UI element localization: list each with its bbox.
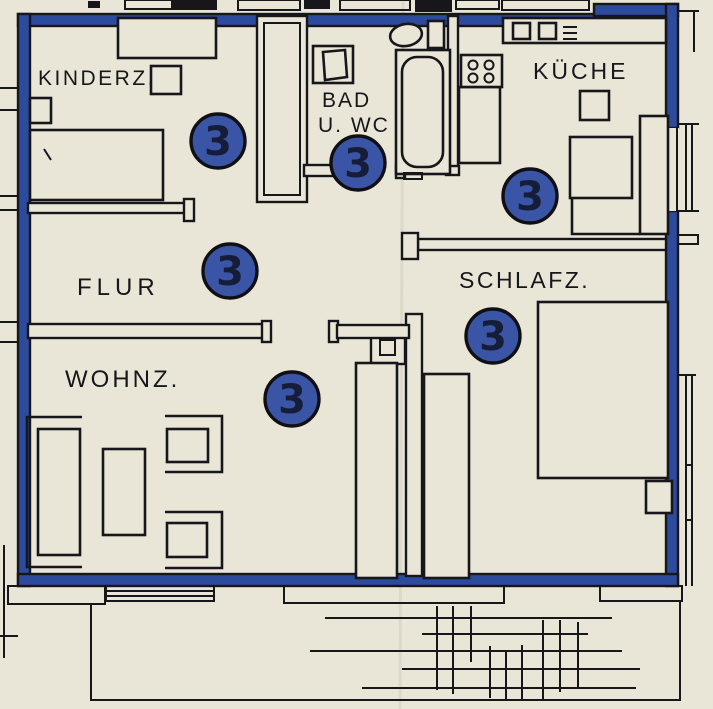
unit-marker-schlafz: 3 <box>464 307 522 365</box>
sink-basin-1 <box>511 21 532 41</box>
room-kueche-furniture <box>457 16 670 236</box>
unit-marker-kinderz: 3 <box>189 112 247 170</box>
wardrobe-icon <box>422 372 471 580</box>
wohnz-schlafz-wall <box>404 312 424 578</box>
svg-text:3: 3 <box>344 141 372 187</box>
room-label-schlafz: SCHLAFZ. <box>459 267 590 293</box>
sofa-icon <box>25 415 82 569</box>
washbasin-bowl <box>321 48 349 82</box>
room-bad-furniture <box>311 19 452 180</box>
unit-marker-kueche: 3 <box>501 167 559 225</box>
svg-text:3: 3 <box>204 119 232 165</box>
burner <box>467 59 479 71</box>
sofa-seat <box>36 427 82 557</box>
bed-icon <box>28 128 165 202</box>
shelf-icon <box>28 96 53 125</box>
entry-step <box>7 585 106 605</box>
burner <box>483 72 495 84</box>
wohnz-window-sill <box>105 585 215 602</box>
terrace-step-right <box>599 585 683 602</box>
terrace-outline <box>90 602 681 701</box>
unit-marker-wohnz: 3 <box>263 370 321 428</box>
corner-bench-edge <box>570 198 640 236</box>
room-label-bad: BAD <box>322 89 371 112</box>
room-label-bad-wc: U. WC <box>318 114 390 137</box>
bathtub-step <box>403 172 423 180</box>
upper-floor-cutoff-marks <box>88 0 590 12</box>
svg-text:3: 3 <box>216 249 244 295</box>
room-kinderz-furniture <box>28 16 218 202</box>
room-schlafz-furniture <box>422 300 674 580</box>
armchair-icon <box>165 414 224 474</box>
room-wohnz-furniture <box>25 361 399 580</box>
flur-wohnz-wall-right <box>335 323 411 340</box>
kitchen-table-icon <box>568 135 634 200</box>
terrace-step <box>283 585 505 604</box>
bed-mark <box>43 148 52 161</box>
armchair-seat <box>165 521 209 559</box>
svg-text:3: 3 <box>516 174 544 220</box>
room-label-wohnz: WOHNZ. <box>65 366 180 393</box>
wall-stub-right <box>677 234 699 245</box>
bathtub-icon <box>394 48 452 176</box>
kitchen-cabinet-icon <box>457 85 502 165</box>
burner <box>467 72 479 84</box>
cistern-icon <box>426 19 446 50</box>
flur-wohnz-wall <box>26 322 272 340</box>
svg-text:3: 3 <box>479 314 507 360</box>
chair-icon <box>149 64 183 96</box>
schlafz-door-jamb <box>400 231 420 261</box>
unit-marker-bad: 3 <box>329 134 387 192</box>
armchair-seat <box>165 427 210 464</box>
stove-icon <box>459 53 504 89</box>
terrace-and-stairs <box>7 585 683 701</box>
corner-bench-icon <box>638 114 670 236</box>
svg-text:3: 3 <box>278 377 306 423</box>
kinderz-south-wall <box>26 201 188 215</box>
wohnz-door-jamb-left <box>260 319 273 344</box>
bottom-wall <box>16 572 680 588</box>
cabinet-icon <box>354 361 399 580</box>
room-label-kinderz: KINDERZ. <box>38 67 156 90</box>
toilet-icon <box>388 22 424 48</box>
armchair-icon <box>165 510 224 570</box>
nightstand-icon <box>644 479 674 515</box>
sink-basin-2 <box>537 21 558 41</box>
room-label-kueche: KÜCHE <box>533 58 629 84</box>
right-wall-upper <box>664 2 680 130</box>
duct-column <box>255 14 309 204</box>
exterior-stubs <box>0 10 699 658</box>
double-bed-icon <box>536 300 670 480</box>
burner <box>483 59 495 71</box>
kueche-schlafz-wall <box>416 237 668 252</box>
side-table-icon <box>578 89 611 122</box>
bathtub-basin <box>400 55 445 169</box>
kinderz-door-jamb <box>182 197 196 223</box>
coffee-table-icon <box>101 447 147 537</box>
interior-walls <box>26 14 699 578</box>
stair-hatch <box>436 606 579 700</box>
unit-marker-flur: 3 <box>201 242 259 300</box>
room-label-flur: FLUR <box>77 274 160 301</box>
desk-icon <box>116 16 218 60</box>
